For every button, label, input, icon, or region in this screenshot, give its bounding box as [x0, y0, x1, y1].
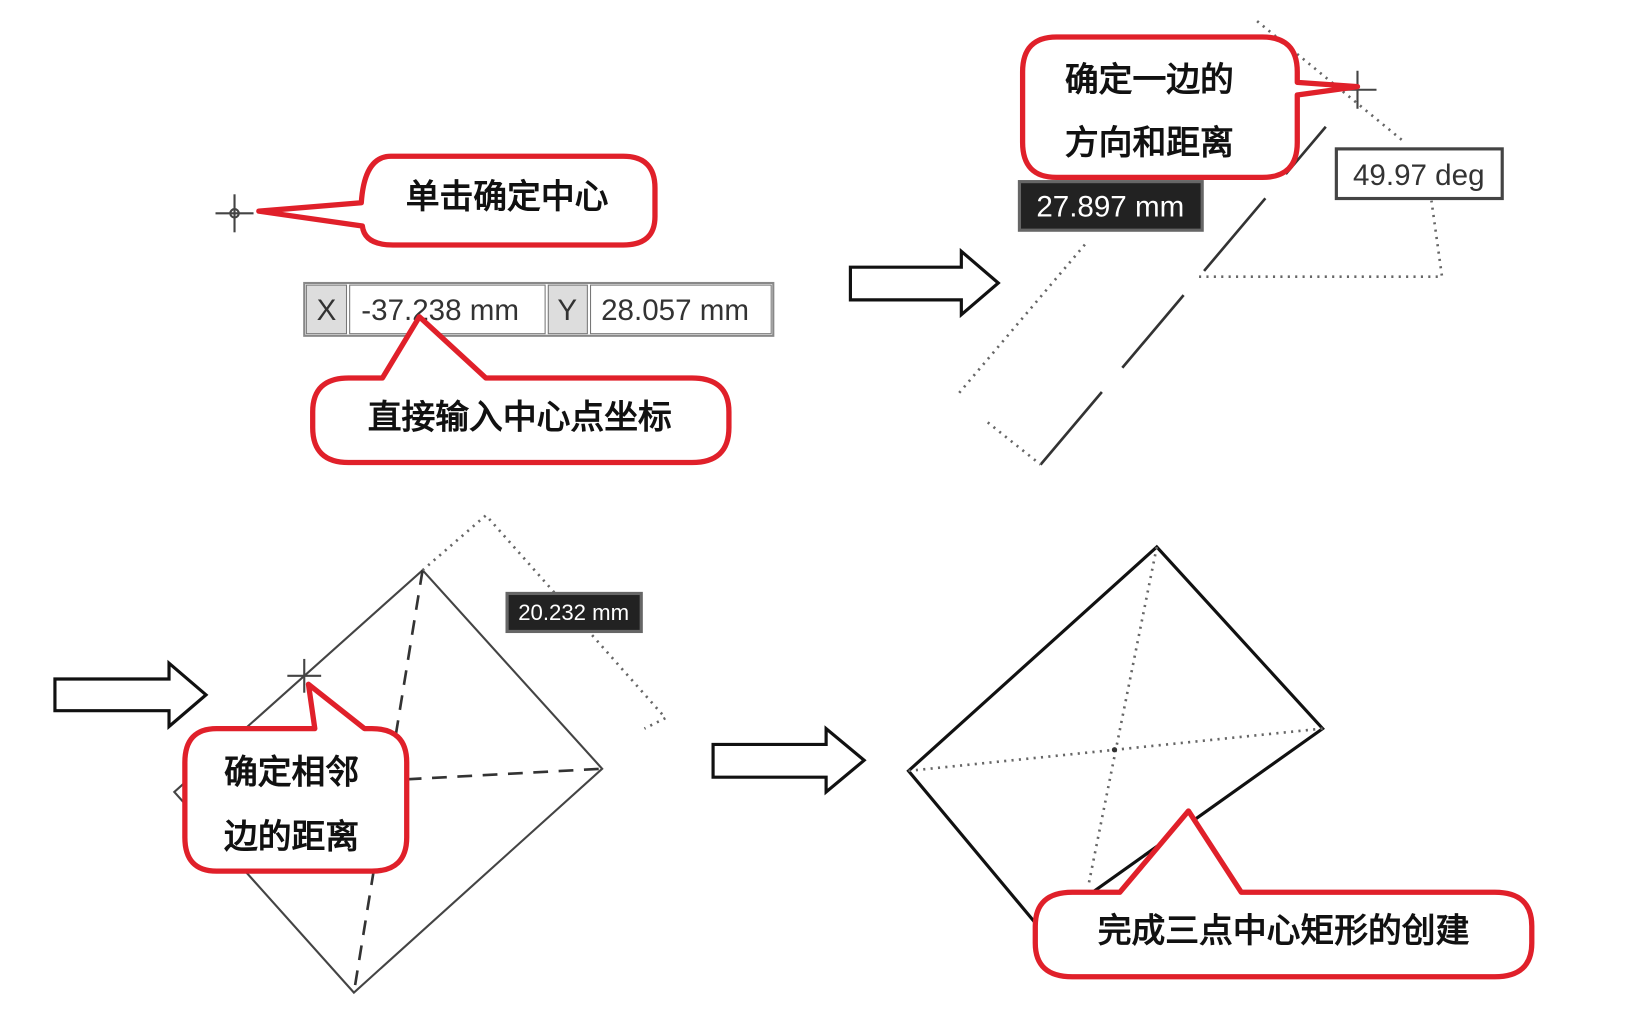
- callout-adjacent-distance: 确定相邻 边的距离: [182, 681, 410, 874]
- length-input[interactable]: 27.897 mm: [1017, 180, 1204, 232]
- length-value[interactable]: 27.897 mm: [1036, 190, 1184, 223]
- y-label: Y: [557, 294, 577, 327]
- callout-text-line2: 边的距离: [224, 817, 359, 856]
- distance-input[interactable]: 20.232 mm: [505, 591, 643, 634]
- y-coordinate-field[interactable]: [590, 284, 772, 335]
- callout-complete: 完成三点中心矩形的创建: [1032, 808, 1535, 980]
- callout-text-line1: 确定一边的: [1065, 60, 1234, 99]
- callout-text: 完成三点中心矩形的创建: [1098, 911, 1470, 950]
- edge-preview: [958, 20, 1444, 466]
- x-label: X: [317, 294, 337, 327]
- callout-text-line2: 方向和距离: [1065, 123, 1234, 162]
- callout-text: 直接输入中心点坐标: [368, 398, 672, 437]
- y-coordinate-value[interactable]: 28.057 mm: [601, 294, 749, 327]
- callout-text: 单击确定中心: [406, 177, 609, 216]
- callout-direction-distance: 确定一边的 方向和距离: [1019, 34, 1361, 181]
- angle-input[interactable]: 49.97 deg: [1334, 147, 1504, 201]
- x-coordinate-field[interactable]: [349, 284, 546, 335]
- angle-value[interactable]: 49.97 deg: [1353, 159, 1485, 192]
- callout-click-center: 单击确定中心: [256, 153, 658, 248]
- coordinate-input: X -37.238 mm Y 28.057 mm: [303, 281, 775, 337]
- center-crosshair-icon: [215, 194, 254, 233]
- callout-enter-coordinates: 直接输入中心点坐标: [310, 314, 732, 466]
- distance-value[interactable]: 20.232 mm: [518, 600, 629, 625]
- completed-rectangle: [906, 544, 1326, 932]
- x-coordinate-value[interactable]: -37.238 mm: [361, 294, 519, 327]
- crosshair-icon: [287, 658, 322, 693]
- arrow-right-icon: [848, 247, 1001, 319]
- arrow-right-icon: [711, 725, 867, 796]
- arrow-right-icon: [53, 659, 209, 730]
- callout-text-line1: 确定相邻: [224, 753, 359, 792]
